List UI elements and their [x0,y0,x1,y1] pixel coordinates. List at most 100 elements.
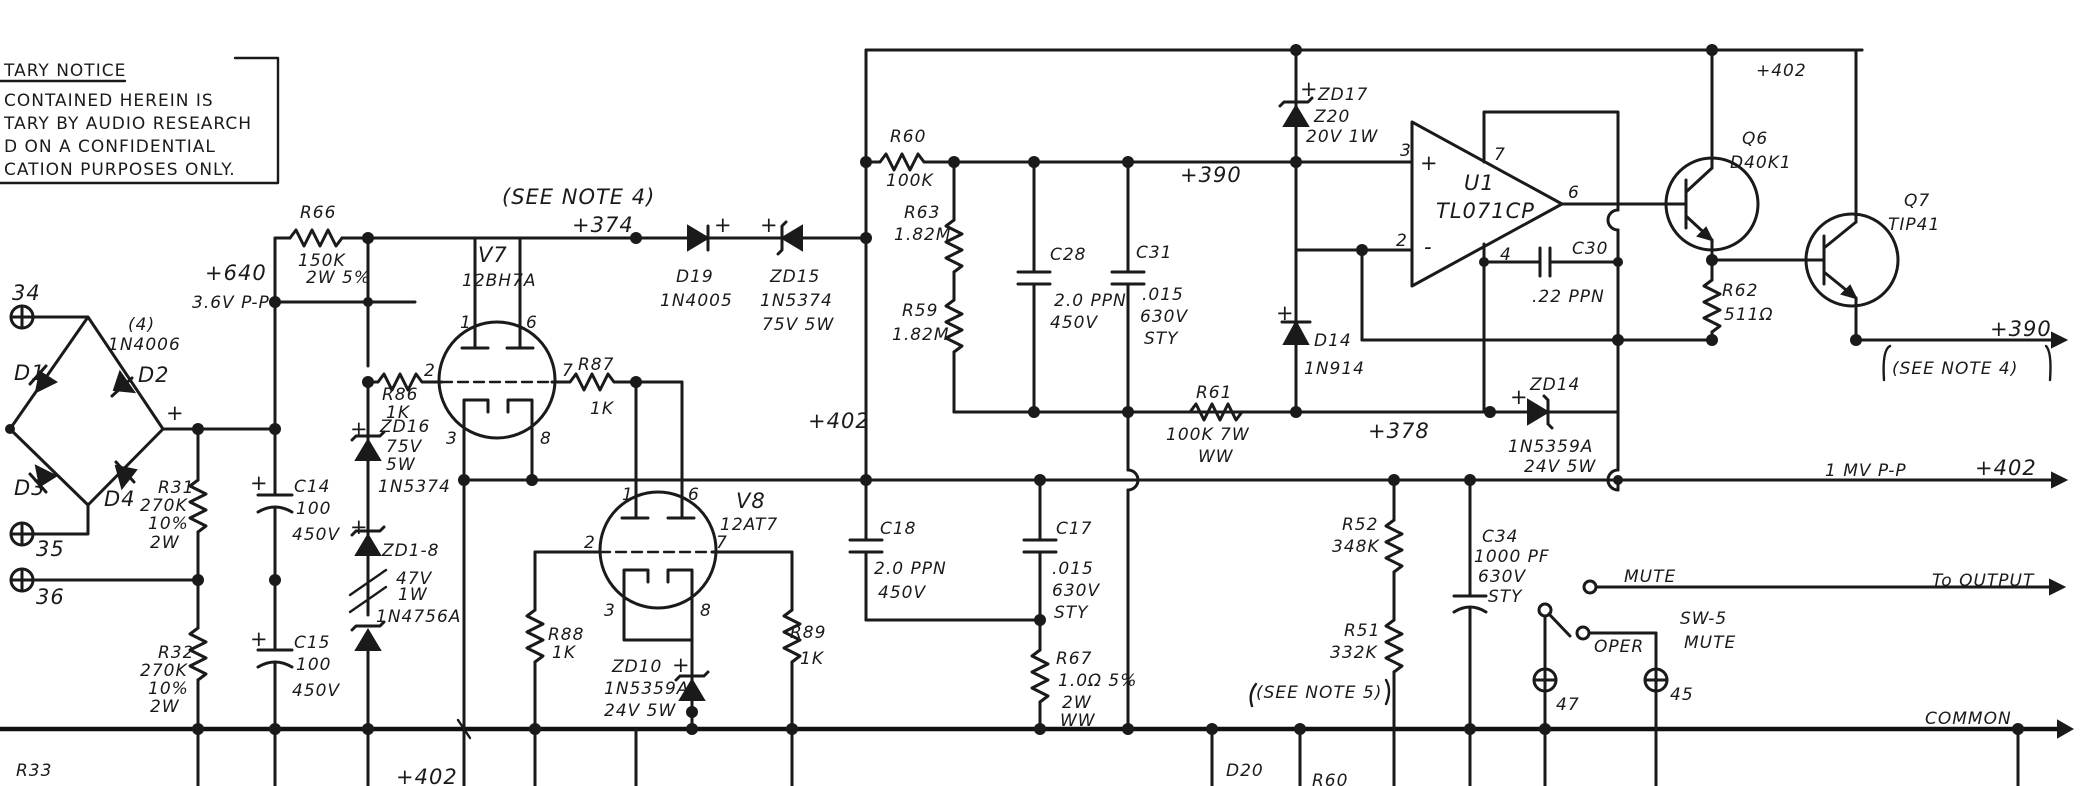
r63-value: 1.82M [894,225,952,245]
r59-name: R59 [902,301,938,321]
notice-line-2: CONTAINED HEREIN IS [4,91,214,111]
zener-zd14: + ZD14 1N5359A 24V 5W [1488,338,1623,492]
r66-value: 150K [298,251,346,271]
zd10-part: 1N5359A [604,679,689,699]
note5: (SEE NOTE 5) [1256,683,1382,703]
common-label: COMMON [1925,709,2012,729]
d14-name: D14 [1314,331,1352,351]
c18-name: C18 [880,519,917,539]
u1-minus: - [1424,235,1433,259]
c34-value: 1000 PF [1474,547,1550,567]
svg-text:+: + [760,213,779,237]
u1-pin4: 4 [1500,245,1512,265]
u1-pin7: 7 [1494,145,1506,165]
r67-watt: 2W [1062,693,1092,713]
note4-top: (SEE NOTE 4) [502,185,655,209]
r32-name: R32 [158,643,194,663]
terminal-34: 34 [9,281,40,330]
v8-pin6: 6 [688,485,700,505]
terminal-36-label: 36 [36,585,65,609]
v7-name: V7 [478,243,508,267]
d19-part: 1N4005 [660,291,733,311]
r66-watt: 2W 5% [306,268,371,288]
r61-name: R61 [1196,383,1232,403]
zd10-name: ZD10 [611,657,662,677]
c28-volt: 450V [1050,313,1098,333]
to-output-label: To OUTPUT [1932,571,2035,591]
r63-name: R63 [904,203,940,223]
zd17-rating: 20V 1W [1306,127,1378,147]
c14-name: C14 [294,477,331,497]
v7-pin8: 8 [540,429,552,449]
zd16-watt: 5W [386,455,416,475]
q6-name: Q6 [1742,129,1768,149]
ripple-640-label: 3.6V P-P [192,293,270,313]
plus402-bus: 1 MV P-P +402 [458,456,2069,489]
v8-name: V8 [736,489,766,513]
zd17-code: Z20 [1313,107,1350,127]
zd18-name: ZD1-8 [381,541,440,561]
zd18-part: 1N4756A [376,607,461,627]
svg-text:+: + [250,627,269,651]
filter-caps: + + C14 100 450V C15 100 450V [250,236,340,786]
c14-volt: 450V [292,525,340,545]
terminal-35: 35 [9,521,65,561]
zener-string: + + R86 1K ZD16 75V 5W 1N5374 ZD1-8 47V … [348,236,461,786]
r66-name: R66 [300,203,336,223]
r60b-name: R60 [1312,771,1348,786]
v8-pin1: 1 [622,485,634,505]
v8-pin8: 8 [700,601,712,621]
q7-part: TIP41 [1888,215,1940,235]
plus402-bottom: +402 [396,765,458,786]
r51-name: R51 [1344,621,1380,641]
ripple-label: 1 MV P-P [1825,461,1907,481]
svg-text:+: + [1300,77,1319,101]
bridge-rectifier: 34 35 36 D1 D2 D3 D4 (4) 1N4006 + [5,281,281,609]
r62-value: 511Ω [1724,305,1773,325]
plus402-bus-label: +402 [1975,456,2037,480]
zd15-rating: 75V 5W [762,315,834,335]
zd10-rating: 24V 5W [604,701,676,721]
svg-text:+: + [350,417,369,441]
c34-type: STY [1488,587,1523,607]
tube-v8: V8 12AT7 1 6 2 7 3 8 R88 1K R89 1K + ZD1… [525,380,825,786]
proprietary-notice: TARY NOTICE CONTAINED HEREIN IS TARY BY … [0,56,280,185]
sw5-name: SW-5 [1680,609,1727,629]
v8-type: 12AT7 [720,515,778,535]
c18-value: 2.0 PPN [874,559,947,579]
terminal-35-label: 35 [36,537,65,561]
r60-name: R60 [890,127,926,147]
terminal-45-label: 45 [1670,685,1694,705]
d1-label: D1 [14,361,46,385]
sw5-function: MUTE [1684,633,1736,653]
v7-pin1: 1 [460,313,472,333]
c34-volt: 630V [1478,567,1526,587]
plus378-label: +378 [1368,419,1430,443]
zd14-name: ZD14 [1529,375,1580,395]
u1-pin6: 6 [1568,183,1580,203]
d20-name: D20 [1226,761,1264,781]
terminal-47: 47 [1532,667,1579,715]
v7-pin2: 2 [424,361,436,381]
c31-value: .015 [1142,285,1184,305]
transistors: Q6 D40K1 R62 511Ω Q7 TIP41 [1660,48,1940,346]
svg-text:+: + [350,515,369,539]
r88-value: 1K [552,643,577,663]
opamp-u1: + - 3 2 7 6 4 U1 TL071CP C30 .22 PPN [1294,110,1714,414]
c15-name: C15 [294,633,331,653]
diode-d4 [114,460,138,491]
c31-volt: 630V [1140,307,1188,327]
u1-name: U1 [1464,171,1495,195]
d2-label: D2 [138,363,170,387]
u1-pin2: 2 [1396,231,1408,251]
r32-watt: 2W [150,697,180,717]
r61-d14: R61 100K 7W WW +378 + D14 1N914 [1126,160,1496,467]
c17-type: STY [1054,603,1089,623]
c31-type: STY [1144,329,1179,349]
c31-name: C31 [1136,243,1173,263]
r31-value: 270K [140,496,188,516]
terminal-45: 45 [1643,667,1694,705]
oper-label: OPER [1594,637,1644,657]
q6-part: D40K1 [1730,153,1792,173]
